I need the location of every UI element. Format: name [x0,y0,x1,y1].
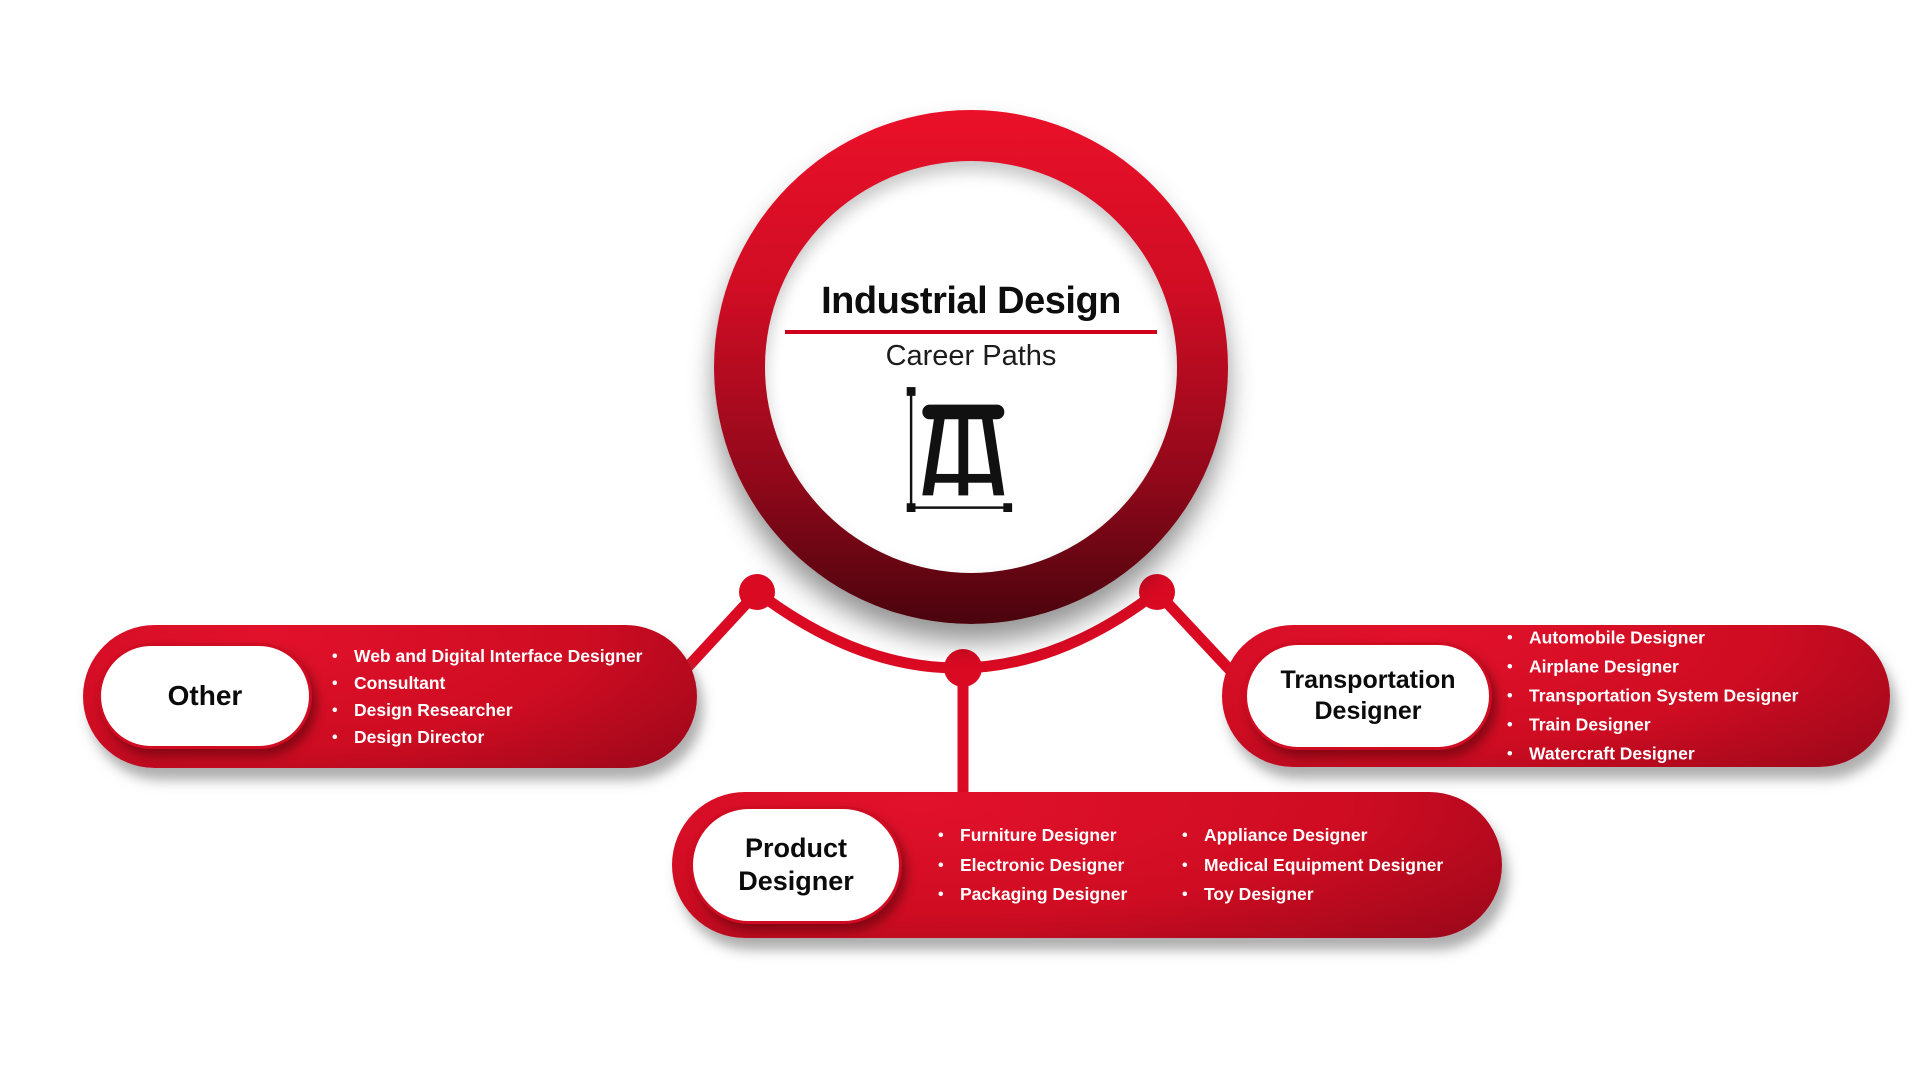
list-item-text: Design Director [354,726,485,747]
branch-other-label: Other [98,643,312,749]
list-item: • Design Researcher [332,697,643,724]
list-item-text: Watercraft Designer [1529,743,1695,764]
list-item: • Airplane Designer [1507,653,1798,682]
bullet-icon: • [938,856,944,874]
branch-product-label: Product Designer [690,806,902,924]
list-item: • Medical Equipment Designer [1182,850,1443,880]
list-item-text: Transportation System Designer [1529,685,1799,706]
list-item-text: Electronic Designer [960,854,1125,875]
list-item: • Furniture Designer [938,821,1127,851]
center-node-face: Industrial Design Career Paths [765,161,1177,573]
list-item-text: Train Designer [1529,714,1651,735]
bullet-icon: • [332,701,338,719]
list-item-text: Appliance Designer [1204,824,1368,845]
branch-transportation-label-line1: Transportation [1280,666,1456,694]
bullet-icon: • [1507,745,1513,763]
list-item: • Design Director [332,724,643,751]
bullet-icon: • [1182,856,1188,874]
list-item: • Automobile Designer [1507,624,1798,653]
branch-product-items-col1: • Furniture Designer • Electronic Designer… [938,821,1127,910]
branch-other-pill: Other • Web and Digital Interface Designe… [83,625,697,768]
branch-transportation-label-line2: Designer [1314,697,1422,725]
branch-other-label-text: Other [167,680,243,711]
branch-transportation-pill: Transportation Designer • Automobile Desi… [1222,625,1890,767]
list-item: • Train Designer [1507,711,1798,740]
junction-dot-bottom [944,649,982,687]
branch-product-label-line2: Designer [738,866,854,896]
bullet-icon: • [1507,658,1513,676]
branch-product-label-line1: Product [744,833,847,863]
bullet-icon: • [1507,629,1513,647]
list-item-text: Automobile Designer [1529,627,1705,648]
bullet-icon: • [1182,885,1188,903]
stool-dimensions-icon [906,387,1013,512]
bullet-icon: • [938,826,944,844]
branch-transportation-label: Transportation Designer [1244,642,1492,750]
list-item-text: Furniture Designer [960,824,1117,845]
branch-product-pill: Product Designer • Furniture Designer • El… [672,792,1502,938]
branch-product-items-col2: • Appliance Designer • Medical Equipment D… [1182,821,1443,910]
list-item: • Packaging Designer [938,880,1127,910]
list-item: • Electronic Designer [938,850,1127,880]
center-node-ring: Industrial Design Career Paths [714,110,1228,624]
list-item-text: Web and Digital Interface Designer [354,645,643,666]
list-item: • Watercraft Designer [1507,740,1798,769]
bullet-icon: • [332,647,338,665]
list-item: • Web and Digital Interface Designer [332,643,643,670]
list-item-text: Packaging Designer [960,883,1128,904]
bullet-icon: • [1507,687,1513,705]
center-node-content: Industrial Design Career Paths [765,279,1177,517]
bullet-icon: • [1507,716,1513,734]
branch-transportation-items: •Automobile Designer •Airplane Designer … [1507,624,1798,769]
bullet-icon: • [1182,826,1188,844]
list-item-text: Medical Equipment Designer [1204,854,1444,875]
list-item: • Appliance Designer [1182,821,1443,851]
bullet-icon: • [332,728,338,746]
junction-dot-right [1139,574,1175,610]
list-item-text: Toy Designer [1204,883,1314,904]
list-item: • Toy Designer [1182,880,1443,910]
branch-other-items: • Web and Digital Interface Designer • Con… [332,643,643,751]
list-item-text: Design Researcher [354,699,513,720]
list-item: • Consultant [332,670,643,697]
bullet-icon: • [332,674,338,692]
junction-dot-left [739,574,775,610]
title-underline [785,330,1157,334]
bullet-icon: • [938,885,944,903]
diagram-subtitle: Career Paths [885,340,1057,372]
list-item-text: Consultant [354,672,446,693]
list-item-text: Airplane Designer [1529,656,1679,677]
list-item: • Transportation System Designer [1507,682,1798,711]
diagram-title: Industrial Design [821,280,1121,322]
